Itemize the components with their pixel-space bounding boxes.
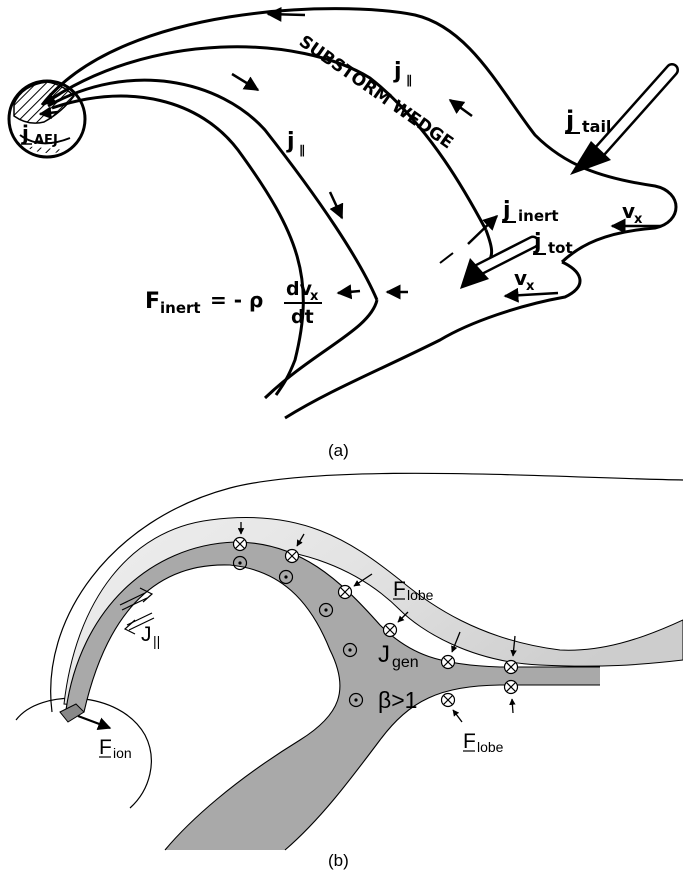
svg-text:x: x	[310, 289, 319, 304]
svg-text:j: j	[502, 198, 511, 223]
svg-text:lobe: lobe	[477, 739, 504, 755]
svg-text:inert: inert	[518, 207, 559, 225]
caption-a: (a)	[328, 441, 349, 460]
j-inert-label: j inert	[502, 198, 559, 225]
beta-label: β>1	[378, 687, 417, 713]
svg-text:F: F	[99, 736, 112, 759]
svg-text:ion: ion	[113, 745, 132, 761]
svg-text:F: F	[393, 578, 406, 601]
j-gen-label: J gen	[378, 641, 419, 671]
svg-text:tail: tail	[582, 117, 611, 136]
wedge-label: SUBSTORM WEDGE	[295, 32, 457, 153]
panel-b: F lobe F lobe J gen β>1 J || F ion (b)	[15, 472, 683, 870]
svg-text:j: j	[533, 230, 542, 255]
f-ion-arrow	[77, 714, 112, 731]
svg-text:v: v	[514, 266, 527, 290]
svg-text:x: x	[634, 212, 643, 227]
svg-text:AEJ: AEJ	[34, 133, 58, 148]
current-into-page-markers	[232, 536, 519, 708]
outer-field-line	[50, 472, 683, 713]
svg-text:inert: inert	[160, 299, 201, 317]
svg-text:x: x	[526, 279, 535, 294]
panel-a: SUBSTORM WEDGE j ∥ j ∥ j AEJ j tail j in…	[7, 6, 679, 460]
svg-text:j: j	[393, 59, 402, 84]
svg-text:J: J	[141, 623, 152, 646]
j-tot-label: j tot	[533, 230, 573, 257]
svg-text:tot: tot	[548, 239, 573, 257]
svg-text:j: j	[565, 106, 574, 134]
f-ion-label: F ion	[99, 736, 132, 761]
svg-text:∥: ∥	[406, 73, 412, 87]
vx-label-upper: v x	[622, 199, 643, 227]
svg-text:F: F	[145, 289, 160, 314]
svg-text:J: J	[378, 641, 390, 668]
substorm-wedge-text: SUBSTORM WEDGE	[295, 32, 457, 153]
j-aej-label: j AEJ	[21, 121, 58, 148]
svg-text:lobe: lobe	[407, 587, 434, 603]
current-arrows	[38, 6, 662, 303]
j-tail-arrow	[570, 63, 679, 175]
svg-text:j: j	[286, 129, 295, 154]
svg-text:j: j	[21, 121, 29, 145]
svg-text:dt: dt	[291, 306, 314, 328]
j-par-label-upper: j ∥	[393, 59, 412, 87]
svg-text:dv: dv	[286, 278, 313, 300]
svg-text:v: v	[622, 199, 635, 223]
j-par-double-arrows	[119, 587, 155, 635]
j-par-label-lower: j ∥	[286, 129, 305, 157]
j-tail-label: j tail	[565, 106, 611, 136]
j-par-label-b: J ||	[141, 623, 160, 649]
f-lobe-label-upper: F lobe	[393, 578, 434, 603]
j-tot-arrow	[439, 235, 540, 289]
f-inert-equation: F inert = - ρ dv x dt	[145, 278, 322, 328]
footprint	[59, 703, 85, 723]
svg-text:= - ρ: = - ρ	[210, 288, 263, 312]
current-out-of-page-markers	[232, 555, 364, 708]
caption-b: (b)	[328, 851, 349, 870]
svg-text:∥: ∥	[299, 143, 305, 157]
svg-text:||: ||	[153, 633, 160, 649]
svg-text:gen: gen	[392, 654, 419, 671]
vx-label-lower: v x	[514, 266, 535, 294]
f-lobe-label-lower: F lobe	[463, 730, 504, 755]
lobe-force-arrows	[237, 522, 517, 723]
plasma-sheet-region	[66, 542, 600, 850]
earth-outline	[15, 697, 152, 809]
wedge-outline	[40, 7, 678, 420]
svg-text:F: F	[463, 730, 476, 753]
